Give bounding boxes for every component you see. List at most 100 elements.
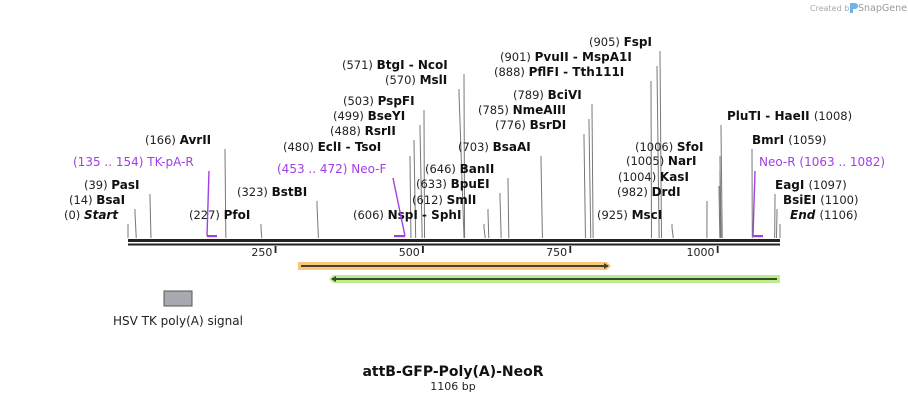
enzyme-name: MscI [632, 208, 663, 222]
restriction-site[interactable]: (612) SmlI [412, 193, 476, 207]
primer-bar [207, 235, 217, 238]
credit-brand: SnapGene [858, 3, 907, 14]
restriction-site[interactable]: (789) BciVI [513, 88, 582, 102]
restriction-site[interactable]: (39) PasI [84, 178, 139, 192]
site-position: (1059) [788, 133, 826, 147]
site-line [671, 224, 674, 239]
restriction-site[interactable]: (1005) NarI [626, 154, 696, 168]
primer-bar [394, 235, 405, 238]
site-line [487, 209, 490, 239]
site-text: (633) BpuEI [416, 177, 490, 191]
site-position: (1008) [814, 109, 852, 123]
restriction-site[interactable]: EagI (1097) [775, 178, 847, 192]
site-text: (503) PspFI [343, 94, 415, 108]
enzyme-name: PfoI [224, 208, 251, 222]
enzyme-name: SfoI [677, 140, 704, 154]
restriction-site[interactable]: (0) Start [64, 208, 119, 222]
site-position: (39) [84, 178, 111, 192]
primer-tk-pa-r[interactable]: (135 .. 154) TK-pA-R [73, 155, 217, 238]
enzyme-name: PspFI [378, 94, 415, 108]
enzyme-name: BseYI [368, 109, 406, 123]
restriction-site[interactable]: (905) FspI [589, 35, 652, 49]
enzyme-name: PvuII - MspA1I [535, 50, 632, 64]
site-position: (323) [237, 185, 272, 199]
site-position: (789) [513, 88, 548, 102]
tick-label: 750 [546, 246, 567, 259]
green-feature[interactable] [329, 275, 780, 283]
restriction-site[interactable]: (1004) KasI [618, 170, 689, 184]
site-line [718, 186, 721, 239]
site-line [656, 66, 660, 239]
site-position: (633) [416, 177, 451, 191]
site-text: (499) BseYI [333, 109, 405, 123]
restriction-site[interactable]: (633) BpuEI [416, 177, 490, 191]
site-text: (901) PvuII - MspA1I [500, 50, 632, 64]
primer-leader [206, 170, 210, 237]
site-text: End (1106) [790, 208, 858, 222]
site-text: (776) BsrDI [495, 118, 566, 132]
primer-label: (453 .. 472) Neo-F [277, 162, 386, 176]
site-line [583, 134, 586, 239]
orange-feature[interactable] [298, 262, 611, 270]
enzyme-name: RsrII [365, 124, 396, 138]
site-position: (888) [494, 65, 529, 79]
dna-backbone[interactable] [128, 239, 780, 246]
restriction-site[interactable]: (227) PfoI [189, 208, 250, 222]
site-position: (606) [353, 208, 388, 222]
site-text: (785) NmeAIII [478, 103, 566, 117]
enzyme-name: BciVI [548, 88, 582, 102]
site-labels: (0) Start(14) BsaI(39) PasI (166) AvrII (2… [64, 35, 859, 222]
site-text: BmrI (1059) [752, 133, 826, 147]
site-text: (925) MscI [597, 208, 662, 222]
site-line [719, 156, 722, 239]
enzyme-name: PasI [111, 178, 139, 192]
restriction-site[interactable]: End (1106) [790, 208, 858, 222]
site-position: (785) [478, 103, 513, 117]
enzyme-name: AvrII [180, 133, 212, 147]
primer-bar [753, 235, 763, 238]
site-line [588, 119, 592, 239]
primer-neo-f[interactable]: (453 .. 472) Neo-F [277, 162, 406, 238]
restriction-site[interactable]: (503) PspFI [343, 94, 415, 108]
restriction-site[interactable]: (982) DrdI [617, 185, 681, 199]
restriction-site[interactable]: BmrI (1059) [752, 133, 826, 147]
restriction-site[interactable]: (785) NmeAIII [478, 103, 566, 117]
restriction-site[interactable]: (888) PflFI - Tth111I [494, 65, 624, 79]
enzyme-name: SmlI [447, 193, 477, 207]
site-line [409, 156, 412, 239]
credit-prefix: Created by [810, 4, 854, 13]
feature-arrowhead-icon [604, 263, 609, 269]
restriction-site[interactable]: (776) BsrDI [495, 118, 566, 132]
restriction-site[interactable]: (606) NspI - SphI [353, 208, 461, 222]
restriction-site[interactable]: (570) MslI [385, 73, 447, 87]
legend: HSV TK poly(A) signal [113, 290, 243, 328]
restriction-site[interactable]: (323) BstBI [237, 185, 307, 199]
site-line [540, 156, 543, 239]
primer-label: (135 .. 154) TK-pA-R [73, 155, 194, 169]
restriction-site[interactable]: (1006) SfoI [635, 140, 703, 154]
tick-label: 1000 [687, 246, 715, 259]
restriction-site[interactable]: (499) BseYI [333, 109, 405, 123]
primer-neo-r[interactable]: Neo-R (1063 .. 1082) [752, 155, 885, 238]
restriction-site[interactable]: (14) BsaI [69, 193, 125, 207]
restriction-site[interactable]: (703) BsaAI [458, 140, 531, 154]
restriction-site[interactable]: PluTI - HaeII (1008) [727, 109, 852, 123]
site-text: (905) FspI [589, 35, 652, 49]
restriction-site[interactable]: (166) AvrII [145, 133, 211, 147]
restriction-site[interactable]: (488) RsrII [330, 124, 396, 138]
enzyme-name: FspI [624, 35, 652, 49]
site-text: (888) PflFI - Tth111I [494, 65, 624, 79]
restriction-site[interactable]: (571) BtgI - NcoI [342, 58, 448, 72]
restriction-site[interactable]: (480) EclI - TsoI [283, 140, 381, 154]
restriction-site[interactable]: (901) PvuII - MspA1I [500, 50, 632, 64]
map-title: attB-GFP-Poly(A)-NeoR [362, 364, 543, 380]
restriction-site[interactable]: (925) MscI [597, 208, 662, 222]
restriction-site[interactable]: BsiEI (1100) [783, 193, 859, 207]
site-text: (0) Start [64, 208, 119, 222]
enzyme-name: BpuEI [451, 177, 490, 191]
primers: (135 .. 154) TK-pA-R (453 .. 472) Neo-F Ne… [73, 155, 885, 238]
site-position: (227) [189, 208, 224, 222]
enzyme-name: BsrDI [530, 118, 567, 132]
site-text: (227) PfoI [189, 208, 250, 222]
restriction-site[interactable]: (646) BanII [425, 162, 494, 176]
